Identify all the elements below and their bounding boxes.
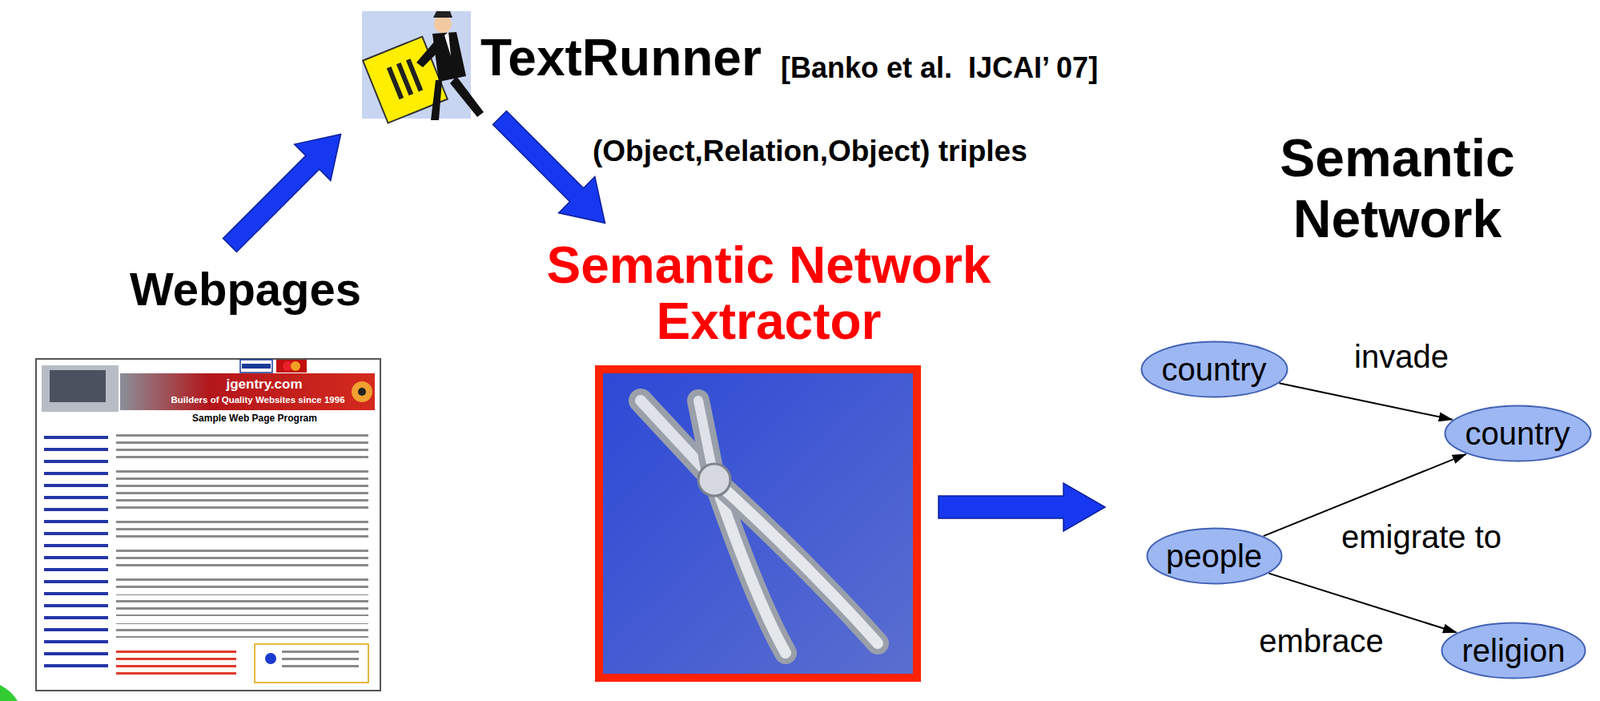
ellipse-shape	[1141, 341, 1287, 398]
concept-ellipse: country	[1443, 404, 1592, 463]
relation-arrow	[1278, 382, 1452, 420]
corner-mark	[0, 684, 18, 701]
ellipse-shape	[1442, 623, 1586, 679]
webpage-screenshot	[36, 358, 381, 691]
concept-ellipse: religion	[1440, 621, 1587, 680]
ellipse-shape	[1146, 528, 1282, 584]
system-name: TextRunner	[480, 28, 762, 89]
relation-label: invade	[1350, 337, 1452, 375]
page-heading: Sample Web Page Program	[192, 413, 318, 425]
relation-label: embrace	[1255, 622, 1387, 660]
concept-label: religion	[1462, 631, 1566, 669]
concept-label: country	[1464, 414, 1570, 452]
ellipse-shape	[1444, 406, 1591, 462]
citation: [Banko et al. IJCAI’ 07]	[780, 51, 1098, 85]
concept-label: people	[1165, 537, 1263, 575]
concept-ellipse: people	[1145, 526, 1283, 585]
output-description: (Object,Relation,Object) triples	[592, 134, 1028, 169]
pliers-picture	[598, 369, 917, 678]
site-name: jgentry.com	[225, 376, 302, 393]
flow-arrow	[211, 99, 1106, 531]
concept-ellipse: country	[1140, 340, 1289, 398]
textrunner-icon	[361, 11, 484, 124]
site-tagline: Builders of Quality Websites since 1996	[170, 394, 345, 406]
concept-label: country	[1161, 350, 1267, 388]
result-heading: Semantic Network	[1229, 128, 1566, 250]
input-heading: Webpages	[129, 262, 362, 317]
relation-label: emigrate to	[1338, 518, 1505, 555]
extractor-heading: Semantic Network Extractor	[512, 237, 1026, 350]
